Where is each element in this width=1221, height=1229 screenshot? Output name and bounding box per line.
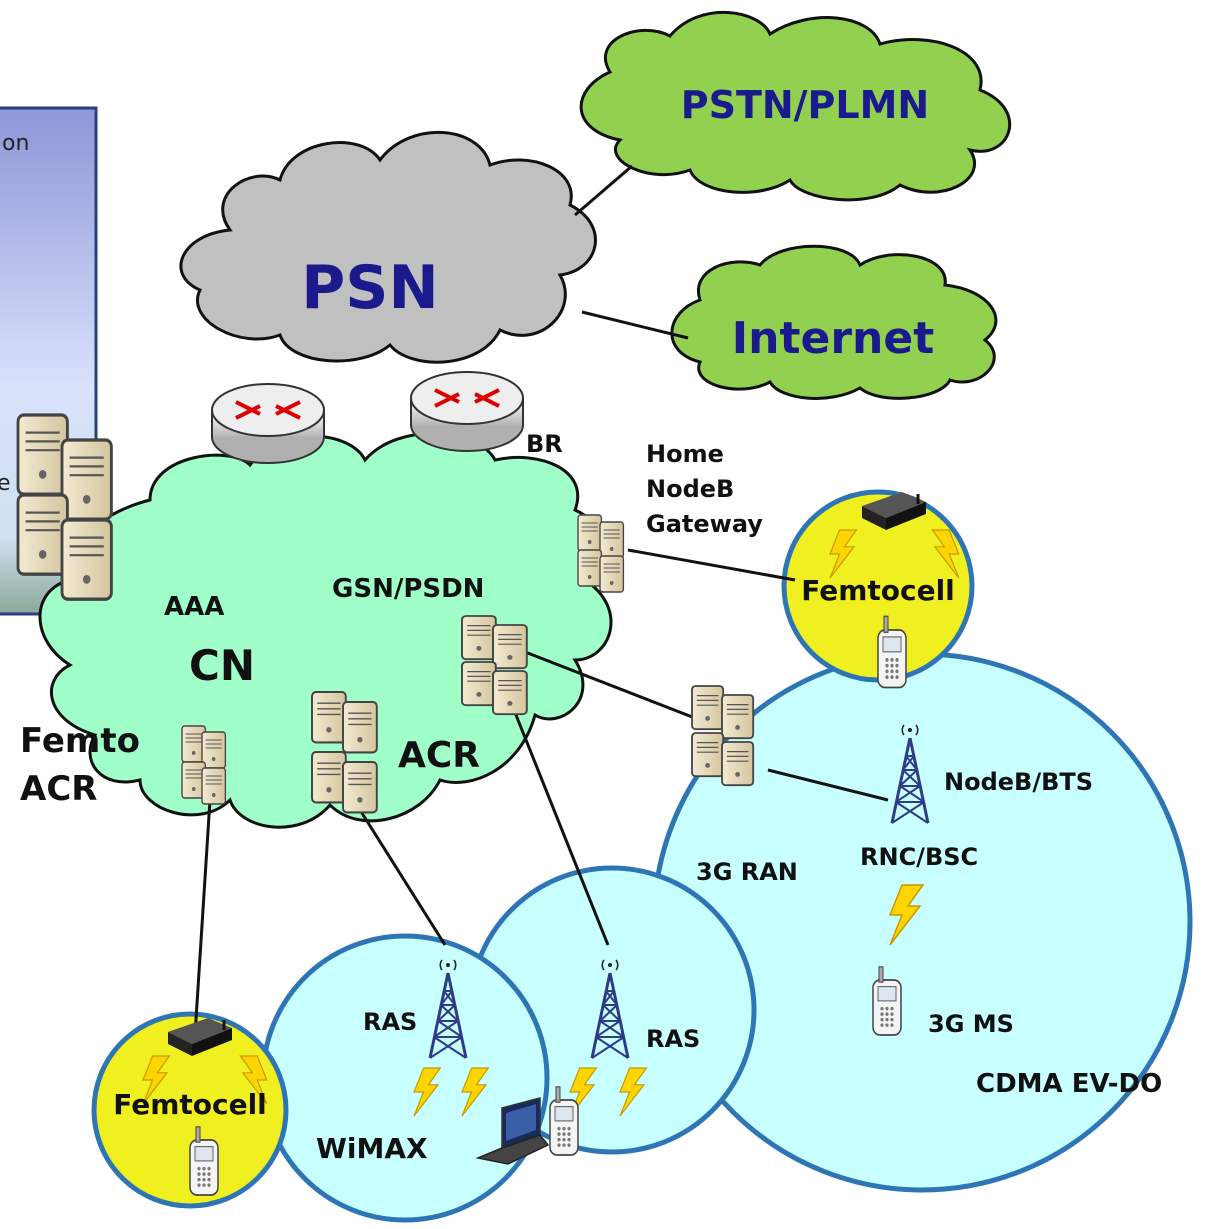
- rnc-bsc-label: RNC/BSC: [860, 843, 978, 871]
- psn-cloud: [179, 130, 597, 364]
- hnb-label-1: Home: [646, 440, 724, 468]
- femto-acr-servers: [181, 725, 227, 805]
- psn-internet-link: [581, 310, 689, 340]
- ms-3g-label: 3G MS: [928, 1010, 1014, 1038]
- psn-label: PSN: [301, 253, 438, 323]
- router-br: [410, 371, 524, 452]
- wimax-cell: [260, 933, 550, 1223]
- br-label: BR: [526, 430, 563, 458]
- rnc-servers: [691, 685, 755, 787]
- aaa-label: AAA: [164, 592, 224, 622]
- laptop-icon: [475, 1097, 550, 1165]
- femtocell-top-label: Femtocell: [801, 574, 955, 607]
- nodeb-bts-label: NodeB/BTS: [944, 768, 1093, 796]
- aaa-servers: [16, 413, 114, 601]
- ras-left-label: RAS: [363, 1008, 417, 1036]
- femto-acr-label-2: ACR: [20, 769, 97, 809]
- hnb-label-3: Gateway: [646, 510, 763, 538]
- gsn-servers: [461, 615, 528, 716]
- ran-3g-label: 3G RAN: [696, 858, 798, 886]
- cn-label: CN: [189, 641, 255, 690]
- hnb-label-2: NodeB: [646, 475, 734, 503]
- panel-text-top: on: [2, 131, 29, 156]
- router-left: [211, 383, 325, 464]
- internet-label: Internet: [732, 313, 934, 364]
- pstn-cloud: [579, 11, 1011, 202]
- links: [193, 548, 889, 1036]
- femtocell-bottom-label: Femtocell: [113, 1088, 267, 1121]
- cdma-label: CDMA EV-DO: [976, 1069, 1162, 1099]
- acr-servers: [310, 690, 378, 814]
- panel-text-mid: e: [0, 471, 11, 496]
- internet-cloud: [670, 244, 998, 400]
- wimax-label: WiMAX: [316, 1132, 428, 1165]
- psn-pstn-link: [574, 164, 633, 217]
- hnb-gateway-servers: [577, 514, 625, 593]
- ras-right-label: RAS: [646, 1025, 700, 1053]
- acr-label: ACR: [398, 735, 480, 776]
- femtocell-bottom-circle: [91, 1011, 289, 1209]
- gsn-label: GSN/PSDN: [332, 574, 484, 604]
- pstn-label: PSTN/PLMN: [681, 83, 930, 127]
- femto-acr-label-1: Femto: [20, 721, 140, 761]
